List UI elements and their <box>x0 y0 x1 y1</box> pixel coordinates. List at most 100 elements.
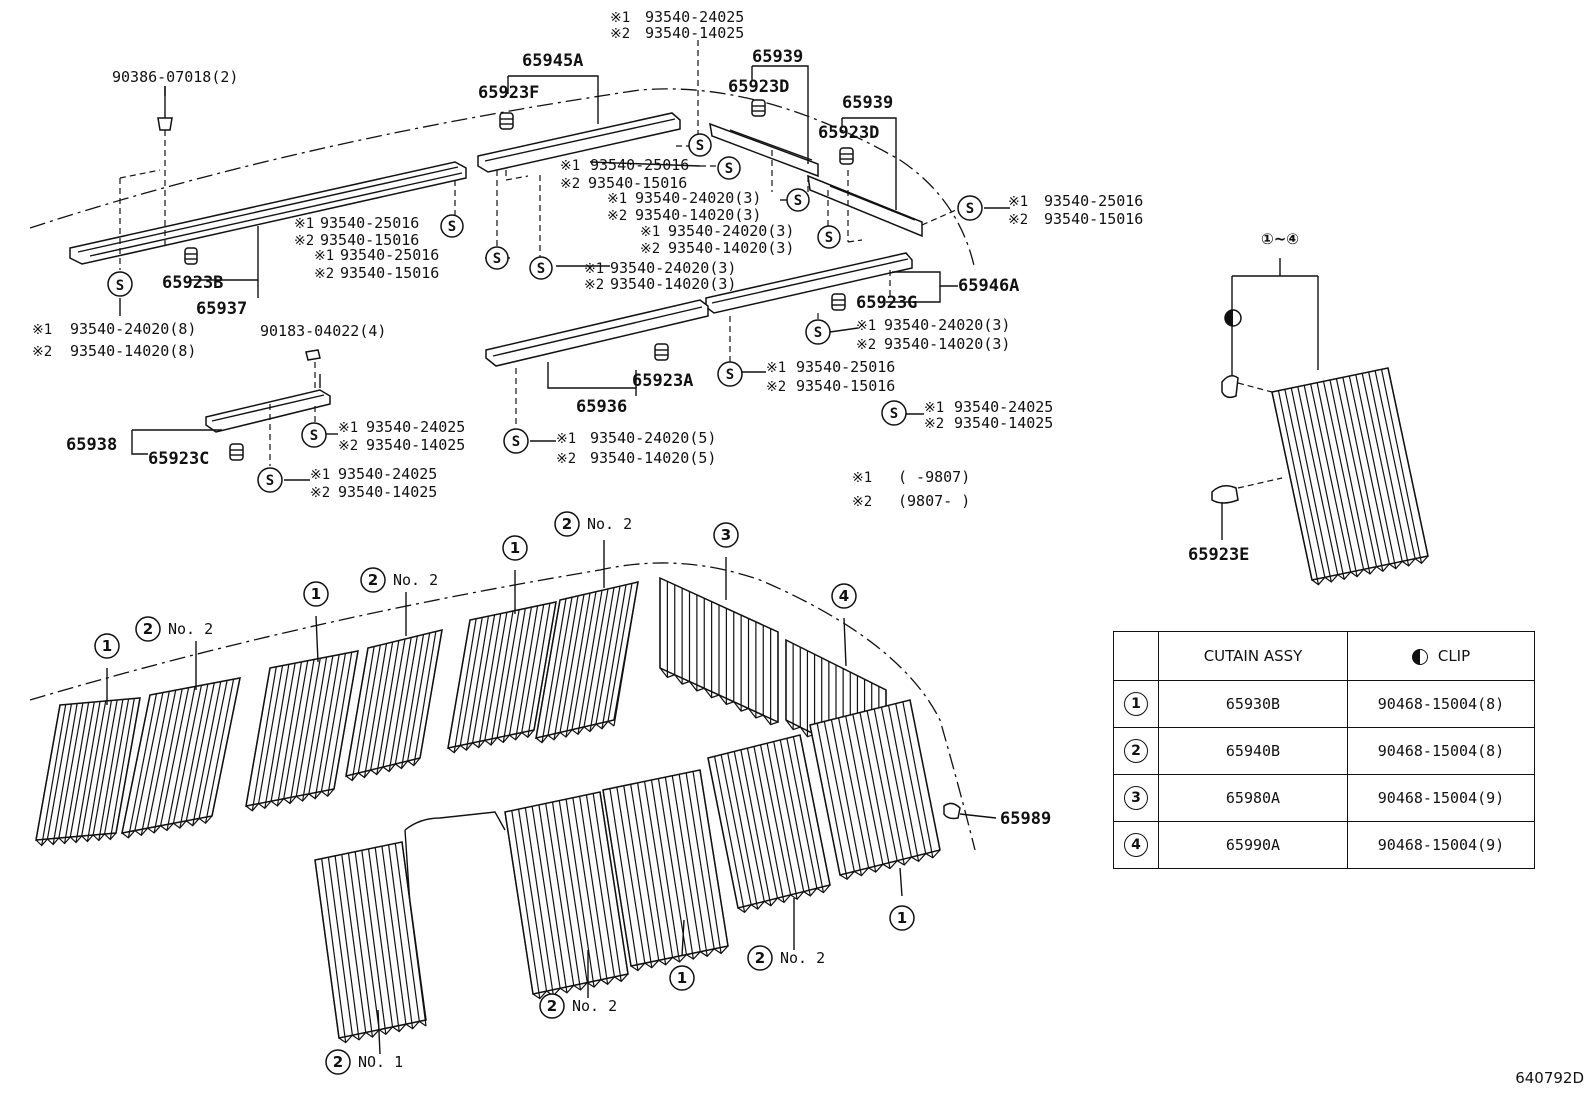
svg-text:93540-25016: 93540-25016 <box>320 214 419 232</box>
svg-text:※2: ※2 <box>314 266 334 282</box>
legend-header-row: CUTAIN ASSY CLIP <box>1113 631 1535 681</box>
screw-icon: S <box>107 271 133 297</box>
callout-badge: 2 <box>1124 739 1148 763</box>
svg-text:※1: ※1 <box>560 158 580 174</box>
legend-assy: 65990A <box>1158 821 1348 869</box>
svg-text:※2: ※2 <box>924 416 944 432</box>
svg-text:93540-14020(5): 93540-14020(5) <box>590 449 716 467</box>
svg-text:※2: ※2 <box>856 337 876 353</box>
screw-icon: S <box>786 188 810 212</box>
label-65939-a: 65939 <box>752 47 803 67</box>
svg-text:※1: ※1 <box>1008 194 1028 210</box>
screw-icon: S <box>957 195 983 221</box>
svg-text:S: S <box>794 193 802 209</box>
svg-text:S: S <box>266 473 274 489</box>
svg-text:93540-25016: 93540-25016 <box>796 358 895 376</box>
svg-text:93540-15016: 93540-15016 <box>340 264 439 282</box>
svg-text:※2: ※2 <box>640 241 660 257</box>
curtain-panel <box>707 734 831 914</box>
curtain-panel-detail <box>1271 367 1429 586</box>
svg-text:S: S <box>493 251 501 267</box>
clip-icon <box>1224 309 1242 327</box>
svg-text:S: S <box>890 406 898 422</box>
roof-outline-upper <box>29 88 976 271</box>
label-65923F: 65923F <box>478 83 539 103</box>
svg-text:※2: ※2 <box>852 494 872 510</box>
callout-badge: 1 <box>669 919 695 991</box>
screw-icon: S <box>805 319 831 345</box>
curtain-number-label: No. 2 <box>587 515 632 533</box>
svg-text:S: S <box>966 201 974 217</box>
svg-text:※1: ※1 <box>310 467 330 483</box>
svg-text:93540-25016: 93540-25016 <box>340 246 439 264</box>
label-65937: 65937 <box>196 299 247 319</box>
drawing-number: 640792D <box>1515 1069 1584 1087</box>
svg-text:※2: ※2 <box>607 208 627 224</box>
curtain-panel <box>602 769 729 972</box>
screw-icon: S <box>301 422 327 448</box>
svg-text:S: S <box>512 434 520 450</box>
rail-65937 <box>69 161 467 265</box>
callout-badge: 3 <box>1124 786 1148 810</box>
screw-icon: S <box>485 246 509 270</box>
svg-text:2: 2 <box>143 620 153 638</box>
svg-text:※1: ※1 <box>338 420 358 436</box>
curtain-panel <box>504 791 629 1000</box>
svg-text:93540-24025: 93540-24025 <box>645 8 744 26</box>
svg-text:93540-14020(3): 93540-14020(3) <box>635 206 761 224</box>
legend-header-clip: CLIP <box>1347 631 1535 681</box>
callout-badge: 3 <box>713 522 739 600</box>
label-65936: 65936 <box>576 397 627 417</box>
legend-row: 3 65980A 90468-15004(9) <box>1113 774 1535 822</box>
clip-icon <box>1411 648 1428 665</box>
svg-text:※1: ※1 <box>556 431 576 447</box>
svg-text:93540-24020(3): 93540-24020(3) <box>668 222 794 240</box>
svg-text:S: S <box>726 367 734 383</box>
svg-text:93540-24020(3): 93540-24020(3) <box>884 316 1010 334</box>
curtain-panel <box>659 576 779 726</box>
legend-clip: 90468-15004(9) <box>1347 821 1535 869</box>
callout-badge: 1 <box>303 581 329 663</box>
svg-text:93540-14020(3): 93540-14020(3) <box>668 239 794 257</box>
hook-icon <box>943 802 997 820</box>
screw-icon: S <box>688 133 712 157</box>
svg-text:93540-24025: 93540-24025 <box>954 398 1053 416</box>
curtain-panel <box>447 601 557 754</box>
label-65923B: 65923B <box>162 273 223 293</box>
svg-text:93540-14020(8): 93540-14020(8) <box>70 342 196 360</box>
svg-text:93540-14020(3): 93540-14020(3) <box>610 275 736 293</box>
screw-labels: ※1 93540-24025 ※2 93540-14025 ※1 93540-2501… <box>32 8 1143 510</box>
callout-badge: 1 <box>1124 692 1148 716</box>
svg-text:※2: ※2 <box>560 176 580 192</box>
svg-text:※1: ※1 <box>314 248 334 264</box>
rail-65945A <box>477 112 681 173</box>
legend-table: CUTAIN ASSY CLIP 1 65930B 90468-15004(8)… <box>1113 631 1535 869</box>
legend-header-assy: CUTAIN ASSY <box>1158 631 1348 681</box>
legend-clip: 90468-15004(9) <box>1347 774 1535 822</box>
svg-text:※2: ※2 <box>32 344 52 360</box>
callout-badge: 1 <box>889 867 915 931</box>
svg-text:1: 1 <box>102 637 112 655</box>
clip-part <box>1221 375 1239 399</box>
svg-text:93540-24025: 93540-24025 <box>366 418 465 436</box>
rail-65939-b <box>807 174 923 238</box>
svg-text:※1: ※1 <box>852 470 872 486</box>
part-labels: 90386-07018(2) 65923B 65937 65945A 65923… <box>66 47 1249 829</box>
svg-text:93540-14025: 93540-14025 <box>338 483 437 501</box>
curtain-number-label: No. 2 <box>572 997 617 1015</box>
stopper-icon <box>839 147 854 165</box>
curtain-panel <box>121 677 241 839</box>
svg-text:93540-25016: 93540-25016 <box>590 156 689 174</box>
svg-text:93540-14020(3): 93540-14020(3) <box>884 335 1010 353</box>
curtain-panel <box>535 581 639 744</box>
stopper-icon <box>654 343 669 361</box>
curtain-panel <box>245 650 359 812</box>
door-opening <box>404 811 506 906</box>
svg-text:93540-24025: 93540-24025 <box>338 465 437 483</box>
callout-badge: 1 <box>502 535 528 614</box>
